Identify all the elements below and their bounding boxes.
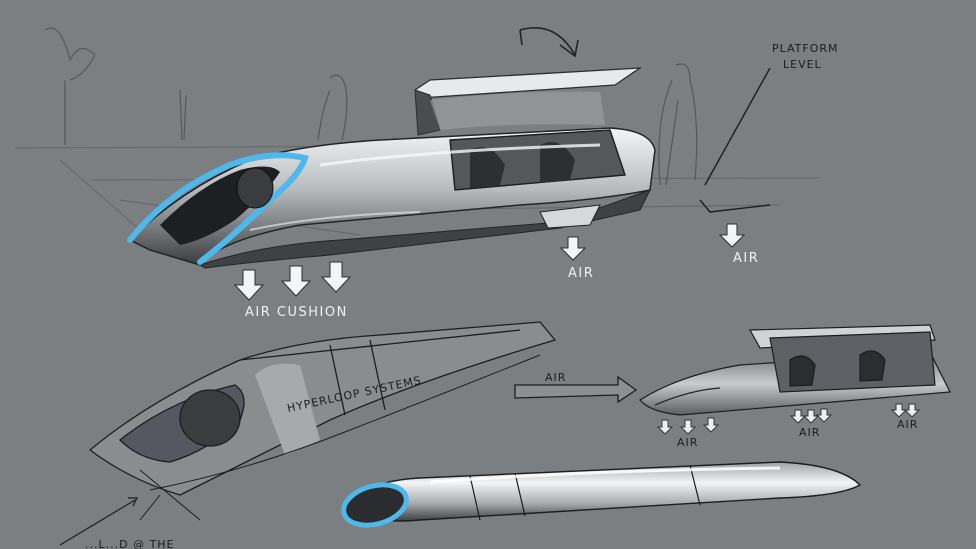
air-small-label-2: AIR (799, 426, 820, 439)
small-right-capsule (639, 324, 951, 416)
air-cushion-arrows (233, 223, 746, 301)
tube-nose-ring (341, 482, 409, 528)
platform-label-line2: LEVEL (783, 58, 822, 71)
platform-label-line1: PLATFORM (772, 42, 839, 55)
air-small-label-3: AIR (897, 418, 918, 431)
lower-left-capsule (88, 321, 557, 521)
main-capsule (127, 67, 656, 269)
air-cushion-label: AIR CUSHION (245, 305, 348, 320)
background-figures (44, 27, 698, 186)
air-flow-label: AIR (545, 371, 566, 384)
air-flow-arrow (514, 375, 638, 404)
corner-pointer-arrow (59, 497, 138, 546)
nose-intake-ring (127, 152, 309, 265)
platform-pointer (699, 67, 771, 213)
small-air-arrows (656, 403, 921, 435)
bottom-tube-capsule (341, 461, 862, 528)
air-small-label-1: AIR (677, 436, 698, 449)
air-label-1: AIR (568, 266, 594, 281)
corner-note: ...L...D @ THE (85, 538, 175, 549)
air-label-2: AIR (733, 251, 759, 266)
lid-open-arrow (519, 26, 579, 58)
